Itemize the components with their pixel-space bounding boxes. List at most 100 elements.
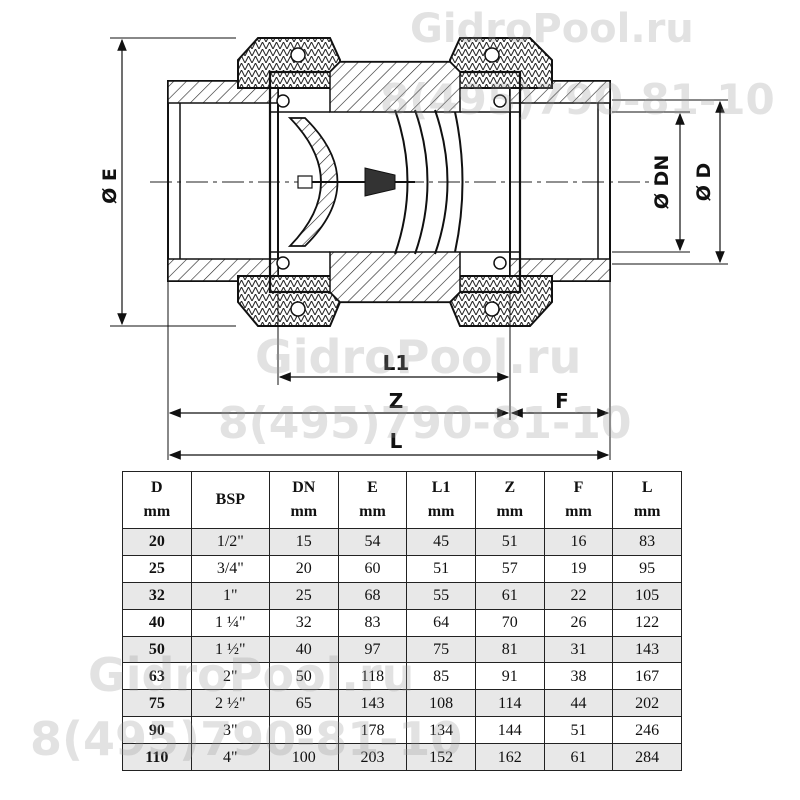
table-cell: 83 [337, 608, 408, 637]
table-cell: 2" [190, 662, 270, 691]
table-cell: 32 [268, 608, 339, 637]
table-cell: 31 [543, 635, 614, 664]
right-union-nut [449, 37, 553, 327]
table-cell: 20 [268, 554, 339, 583]
column-header-unit: mm [496, 503, 524, 520]
table-cell: 122 [612, 608, 682, 637]
right-end-connector [509, 80, 611, 282]
dim-label-D: Ø D [693, 163, 715, 202]
table-cell: 40 [122, 608, 192, 637]
table-cell: 81 [474, 635, 545, 664]
table-cell: 68 [337, 581, 408, 610]
table-cell: 22 [543, 581, 614, 610]
table-cell: 19 [543, 554, 614, 583]
column-header-unit: mm [290, 503, 318, 520]
table-cell: 162 [474, 743, 545, 772]
table-cell: 51 [406, 554, 476, 583]
column-header-unit: mm [143, 503, 171, 520]
table-cell: 1 ½" [190, 635, 270, 664]
table-cell: 26 [543, 608, 614, 637]
column-header-label: E [367, 479, 378, 496]
table-cell: 202 [612, 689, 682, 718]
spring [394, 109, 464, 255]
column-header: DN mm [268, 471, 339, 529]
table-cell: 64 [406, 608, 476, 637]
table-cell: 118 [337, 662, 408, 691]
column-header-label: DN [292, 479, 316, 496]
table-cell: 83 [612, 528, 682, 556]
dim-label-F: F [555, 389, 569, 413]
column-header-unit: mm [359, 503, 386, 520]
table-cell: 25 [122, 554, 192, 583]
check-poppet [287, 117, 415, 247]
table-cell: 65 [268, 689, 339, 718]
dim-label-DN: Ø DN [651, 155, 673, 209]
o-rings [276, 94, 507, 270]
table-cell: 51 [543, 716, 614, 745]
table-cell: 61 [474, 581, 545, 610]
table-cell: 91 [474, 662, 545, 691]
table-cell: 284 [612, 743, 682, 772]
column-header: BSP [190, 471, 270, 529]
table-cell: 75 [406, 635, 476, 664]
column-header-label: L [641, 479, 653, 496]
valve-cross-section-drawing: Ø E Ø DN Ø D L1 Z F L [99, 37, 728, 460]
dim-label-L: L [390, 429, 403, 453]
table-cell: 167 [612, 662, 682, 691]
table-cell: 114 [474, 689, 545, 718]
table-cell: 2 ½" [190, 689, 270, 718]
table-cell: 1" [190, 581, 270, 610]
left-end-connector [167, 80, 279, 282]
table-cell: 152 [406, 743, 476, 772]
table-cell: 15 [268, 528, 339, 556]
table-cell: 1 ¼" [190, 608, 270, 637]
table-cell: 16 [543, 528, 614, 556]
table-cell: 203 [337, 743, 408, 772]
column-header-unit: mm [633, 503, 661, 520]
table-cell: 108 [406, 689, 476, 718]
column-header-unit: mm [565, 503, 592, 520]
table-cell: 57 [474, 554, 545, 583]
table-cell: 3" [190, 716, 270, 745]
column-header-label: Z [504, 479, 516, 496]
table-cell: 45 [406, 528, 476, 556]
column-header-label: D [151, 479, 163, 496]
table-cell: 105 [612, 581, 682, 610]
table-cell: 110 [122, 743, 192, 772]
table-cell: 4" [190, 743, 270, 772]
dim-label-E: Ø E [99, 168, 121, 204]
table-cell: 50 [268, 662, 339, 691]
table-cell: 51 [474, 528, 545, 556]
table-cell: 54 [337, 528, 408, 556]
table-cell: 143 [337, 689, 408, 718]
left-union-nut [237, 37, 341, 327]
column-header-label: BSP [215, 491, 245, 508]
table-cell: 63 [122, 662, 192, 691]
table-cell: 134 [406, 716, 476, 745]
table-cell: 90 [122, 716, 192, 745]
column-header-unit: mm [427, 503, 455, 520]
table-cell: 97 [337, 635, 408, 664]
table-cell: 143 [612, 635, 682, 664]
table-cell: 85 [406, 662, 476, 691]
dim-label-Z: Z [389, 389, 404, 413]
dim-label-L1: L1 [383, 351, 410, 375]
table-cell: 32 [122, 581, 192, 610]
table-cell: 178 [337, 716, 408, 745]
table-cell: 95 [612, 554, 682, 583]
